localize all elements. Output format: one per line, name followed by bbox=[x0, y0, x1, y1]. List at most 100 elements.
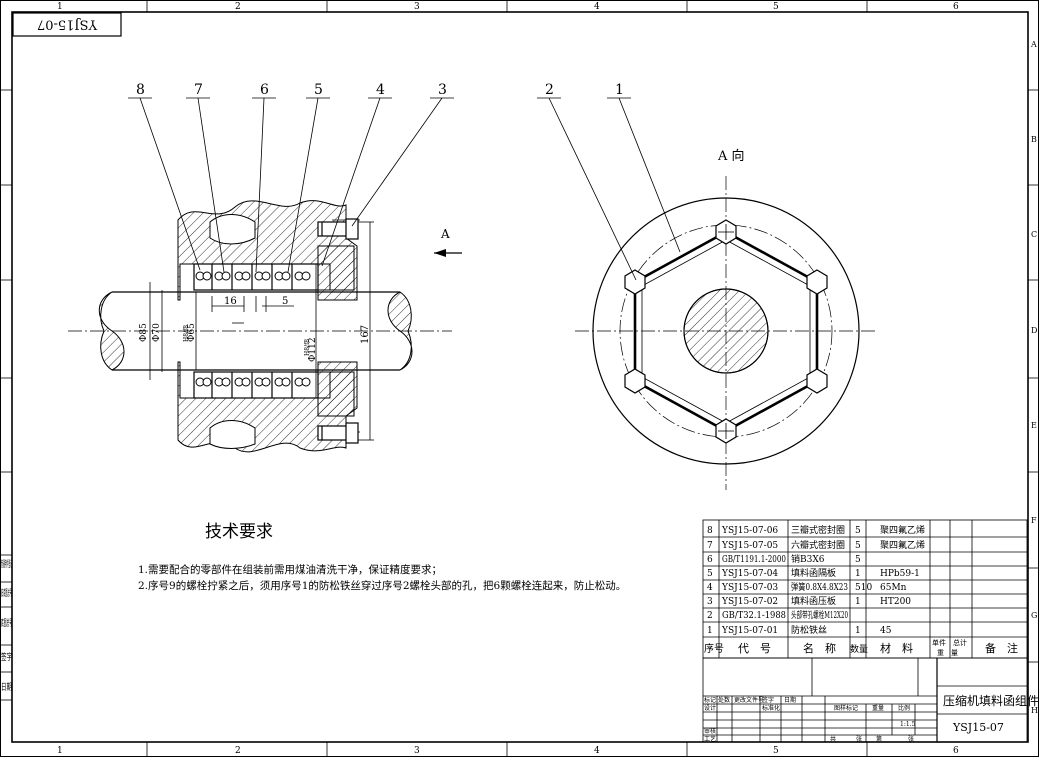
bom-h-no: 序号 bbox=[704, 642, 724, 655]
bom-table bbox=[702, 519, 1028, 659]
notes-line-1: 1.需要配合的零部件在组装前需用煤油清洗干净，保证精度要求； bbox=[138, 563, 442, 576]
zone-col-5: 5 bbox=[773, 2, 779, 12]
bom-cell-qty: 5 bbox=[855, 526, 861, 536]
bom-cell-no: 1 bbox=[707, 626, 713, 636]
balloon-1: 1 bbox=[615, 82, 624, 98]
bom-cell-no: 3 bbox=[707, 597, 713, 607]
bom-cell-code: GB/T32.1-1988 bbox=[722, 611, 786, 621]
zone-row-e: E bbox=[1031, 421, 1037, 430]
tb-count: 处数 bbox=[718, 696, 730, 704]
zone-col-3-bottom: 3 bbox=[414, 746, 420, 756]
tb-standardize: 标准化 bbox=[762, 704, 780, 712]
balloon-3: 3 bbox=[438, 82, 447, 98]
bom-h-code: 代 号 bbox=[738, 642, 771, 655]
seal-rings-lower bbox=[193, 371, 319, 399]
dim-d112: Φ112 bbox=[308, 337, 318, 362]
notes-line-2: 2.序号9的螺栓拧紧之后，须用序号1的防松铁丝穿过序号2螺栓头部的孔，把6颗螺栓… bbox=[138, 579, 626, 592]
bom-cell-qty: 1 bbox=[855, 569, 861, 579]
bom-cell-name: 头部带孔螺栓M12X20 bbox=[791, 609, 848, 621]
zone-row-a: A bbox=[1030, 40, 1037, 49]
bolt-heads bbox=[624, 219, 828, 444]
zone-row-d: D bbox=[1031, 326, 1037, 335]
bom-cell-name: 销B3X6 bbox=[791, 553, 825, 565]
end-view-a: A 向 2 1 bbox=[537, 82, 878, 490]
dim-167: 167 bbox=[360, 325, 371, 344]
bom-cell-no: 7 bbox=[707, 541, 713, 551]
tb-scale-value: 1:1.5 bbox=[900, 721, 916, 728]
zone-col-4: 4 bbox=[594, 2, 600, 12]
left-margin-labels: 借通用件登记 旧底图总号 底图总号 签字 日期 bbox=[1, 558, 12, 693]
dim-fit112: H8/f8 bbox=[304, 339, 311, 356]
balloon-7: 7 bbox=[194, 82, 203, 98]
bom-cell-name: 防松铁丝 bbox=[791, 624, 827, 636]
balloon-6: 6 bbox=[260, 82, 269, 98]
dim-d85: Φ85 bbox=[139, 323, 149, 342]
bom-cell-code: YSJ15-07-05 bbox=[721, 541, 778, 551]
zone-col-1-bottom: 1 bbox=[57, 746, 63, 756]
bom-cell-code: YSJ15-07-03 bbox=[721, 583, 778, 593]
zone-col-5-bottom: 5 bbox=[773, 746, 779, 756]
bom-cell-name: 三瓣式密封圈 bbox=[791, 524, 845, 536]
tb-change-doc: 更改文件号 bbox=[734, 696, 764, 704]
view-arrow-a: A bbox=[434, 227, 462, 257]
title-block: 标记 处数 更改文件号 签字 日期 设计 标准化 审核 工艺 图样标记 重量 比… bbox=[702, 657, 1039, 743]
left-margin-table bbox=[0, 554, 12, 701]
zone-col-3: 3 bbox=[414, 2, 420, 12]
tb-scale-label: 比例 bbox=[898, 704, 910, 712]
dim-d65: Φ65 bbox=[187, 323, 197, 342]
balloon-leaders-left bbox=[128, 97, 454, 273]
tb-design: 设计 bbox=[704, 704, 716, 712]
dim-5: 5 bbox=[282, 296, 288, 307]
dim-d70: Φ70 bbox=[152, 323, 162, 342]
view-title: A 向 bbox=[717, 148, 745, 164]
bom-cell-material: 65Mn bbox=[880, 583, 907, 593]
balloon-5: 5 bbox=[314, 82, 323, 98]
section-view: 16 5 Φ85 Φ70 Φ65 H8/f8 Φ112 H8/f8 167 A … bbox=[68, 82, 462, 453]
bom-cell-no: 6 bbox=[707, 555, 713, 565]
balloon-4: 4 bbox=[376, 82, 385, 98]
bom-h-unit-weight: 单件 bbox=[932, 638, 946, 647]
bolt-lower bbox=[317, 422, 359, 444]
zone-col-2: 2 bbox=[235, 2, 241, 12]
bom-h-total-weight: 总计 bbox=[953, 638, 967, 647]
zone-col-2-bottom: 2 bbox=[235, 746, 241, 756]
inner-frame bbox=[11, 11, 1029, 743]
bom-h-material: 材 料 bbox=[880, 641, 913, 655]
margin-label-register: 借通用件登记 bbox=[1, 558, 12, 570]
tb-page-unit: 张 bbox=[908, 735, 914, 743]
zone-row-g: G bbox=[1031, 611, 1037, 620]
bom-cell-code: YSJ15-07-01 bbox=[721, 626, 778, 636]
tb-total: 共 bbox=[830, 735, 836, 743]
drawing-number-inverted: YSJ15-07 bbox=[37, 17, 98, 32]
bom-cell-material: 聚四氟乙烯 bbox=[880, 539, 925, 551]
tb-process: 工艺 bbox=[704, 735, 716, 743]
balloon-numbers-left: 8 7 6 5 4 3 bbox=[136, 82, 447, 98]
bom-cell-qty: 5 bbox=[855, 541, 861, 551]
zone-labels-top: 1 2 3 4 5 6 bbox=[57, 2, 959, 12]
balloon-8: 8 bbox=[136, 82, 145, 98]
bom-cell-qty: 510 bbox=[855, 583, 872, 593]
view-arrow-label: A bbox=[440, 227, 450, 241]
bom-cell-material: HPb59-1 bbox=[880, 569, 920, 579]
notes-title: 技术要求 bbox=[205, 522, 273, 542]
tb-weight: 重量 bbox=[872, 704, 884, 712]
balloon-2: 2 bbox=[545, 82, 554, 98]
shaft bbox=[112, 291, 400, 371]
bom-cell-code: YSJ15-07-06 bbox=[721, 526, 778, 536]
dimension-texts: 16 5 Φ85 Φ70 Φ65 H8/f8 Φ112 H8/f8 167 bbox=[139, 296, 371, 362]
zone-row-c: C bbox=[1031, 230, 1037, 239]
part-title: 压缩机填料函组件 bbox=[943, 693, 1039, 708]
tb-sign: 签字 bbox=[762, 696, 774, 704]
dim-fit65: H8/f8 bbox=[183, 325, 190, 342]
margin-label-date: 日期 bbox=[1, 682, 12, 693]
bom-cell-code: YSJ15-07-04 bbox=[721, 569, 778, 579]
zone-labels-bottom: 1 2 3 4 5 6 bbox=[57, 746, 959, 756]
bolt-centers bbox=[718, 224, 734, 439]
zone-col-6-bottom: 6 bbox=[953, 746, 959, 756]
zone-col-4-bottom: 4 bbox=[594, 746, 600, 756]
dim-16: 16 bbox=[224, 296, 237, 307]
tb-stage-mark: 图样标记 bbox=[834, 704, 858, 712]
